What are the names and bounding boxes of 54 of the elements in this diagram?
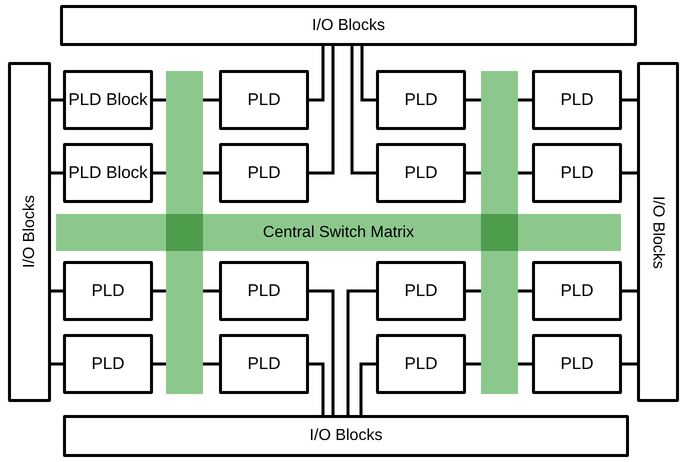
pld-block: PLD — [532, 334, 622, 394]
pld-block: PLD — [219, 334, 309, 394]
io-block: I/O Blocks — [637, 62, 679, 402]
connector-line — [518, 172, 532, 174]
pld-block: PLD — [219, 261, 309, 321]
connector-line — [622, 290, 637, 292]
connector-line — [153, 172, 166, 174]
routing-bar — [166, 71, 203, 394]
connector-line — [360, 46, 376, 102]
connector-line — [518, 290, 532, 292]
pld-block: PLD — [376, 70, 466, 130]
connector-line — [309, 46, 324, 102]
connector-line — [360, 362, 376, 415]
connector-line — [466, 98, 481, 102]
connector-line — [466, 172, 481, 174]
connector-line — [350, 46, 376, 174]
connector-line — [622, 172, 637, 174]
connector-line — [518, 362, 532, 366]
connector-line — [153, 290, 166, 292]
pld-block: PLD — [63, 334, 153, 394]
pld-block: PLD — [532, 143, 622, 203]
connector-line — [309, 362, 324, 415]
connector-line — [51, 98, 63, 102]
connector-line — [622, 98, 637, 102]
pld-block: PLD Block — [63, 143, 153, 203]
pld-block: PLD — [63, 261, 153, 321]
connector-line — [203, 98, 219, 102]
connector-line — [466, 290, 481, 292]
connector-line — [153, 362, 166, 366]
pld-block: PLD Block — [63, 70, 153, 130]
pld-block: PLD — [532, 261, 622, 321]
io-block: I/O Blocks — [60, 5, 637, 46]
io-block: I/O Blocks — [63, 415, 629, 457]
connector-line — [622, 362, 637, 366]
connector-line — [518, 98, 532, 102]
connector-line — [51, 172, 63, 174]
pld-block: PLD — [376, 143, 466, 203]
connector-line — [51, 290, 63, 292]
io-block: I/O Blocks — [8, 62, 51, 402]
pld-block: PLD — [376, 261, 466, 321]
pld-block: PLD — [219, 143, 309, 203]
connector-line — [309, 46, 334, 174]
connector-line — [203, 290, 219, 292]
connector-line — [153, 98, 166, 102]
connector-line — [51, 362, 63, 366]
connector-line — [203, 362, 219, 366]
pld-block: PLD — [376, 334, 466, 394]
connector-line — [466, 362, 481, 366]
connector-line — [346, 290, 376, 415]
connector-line — [309, 290, 334, 415]
connector-line — [203, 172, 219, 174]
routing-bar — [481, 71, 518, 394]
pld-block: PLD — [219, 70, 309, 130]
pld-block: PLD — [532, 70, 622, 130]
